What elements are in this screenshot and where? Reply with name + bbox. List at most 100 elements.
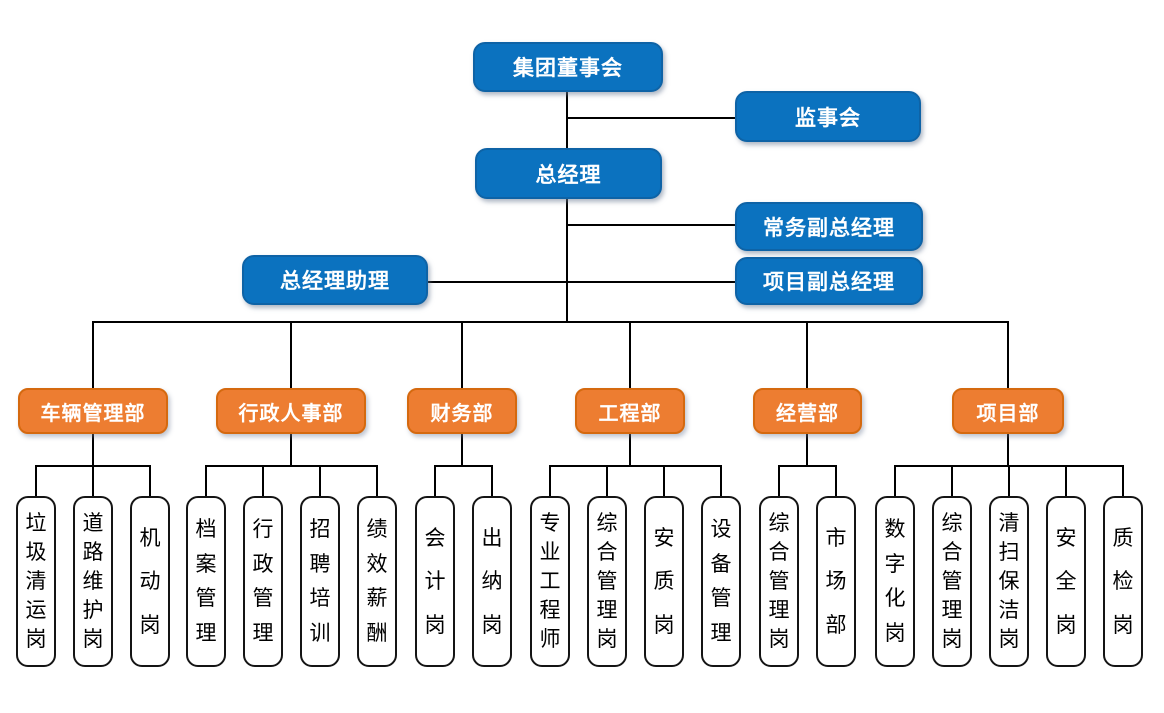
connector-line	[951, 465, 953, 496]
post-label-char: 管	[768, 570, 790, 593]
connector-line	[567, 117, 735, 119]
node-post[interactable]: 设备管理	[701, 496, 741, 667]
connector-line	[778, 465, 837, 467]
post-label-char: 管	[195, 587, 217, 611]
connector-line	[894, 465, 896, 496]
post-label-char: 动	[139, 570, 161, 593]
connector-line	[549, 465, 551, 496]
connector-line	[376, 465, 378, 496]
post-label-char: 业	[539, 541, 561, 564]
post-label-char: 岗	[82, 628, 104, 651]
post-label-char: 岗	[1055, 613, 1077, 637]
node-post[interactable]: 垃圾清运岗	[16, 496, 56, 667]
connector-line	[35, 465, 37, 496]
connector-line	[1007, 434, 1009, 467]
connector-line	[92, 321, 94, 388]
node-dept-operations[interactable]: 经营部	[753, 388, 862, 434]
node-post[interactable]: 出纳岗	[472, 496, 512, 667]
post-label-char: 岗	[884, 622, 906, 646]
node-supervisory-board[interactable]: 监事会	[735, 91, 921, 142]
post-label-char: 数	[884, 517, 906, 541]
post-label-char: 岗	[768, 628, 790, 651]
post-label-char: 薪	[366, 587, 388, 611]
connector-line	[461, 321, 463, 388]
post-label-char: 综	[941, 512, 963, 535]
post-label-char: 专	[539, 512, 561, 535]
post-label-char: 场	[825, 570, 847, 593]
post-label-char: 酬	[366, 622, 388, 646]
post-label-char: 训	[309, 622, 331, 646]
post-label-char: 部	[825, 613, 847, 637]
post-label-char: 综	[596, 512, 618, 535]
connector-line	[434, 465, 493, 467]
node-post[interactable]: 综合管理岗	[587, 496, 627, 667]
node-post[interactable]: 道路维护岗	[73, 496, 113, 667]
connector-line	[1122, 465, 1124, 496]
node-post[interactable]: 专业工程师	[530, 496, 570, 667]
connector-line	[461, 434, 463, 467]
node-post[interactable]: 质检岗	[1103, 496, 1143, 667]
node-post[interactable]: 清扫保洁岗	[989, 496, 1029, 667]
post-label-char: 综	[768, 512, 790, 535]
node-post[interactable]: 安全岗	[1046, 496, 1086, 667]
node-post[interactable]: 综合管理岗	[759, 496, 799, 667]
post-label-char: 政	[252, 552, 274, 576]
connector-line	[1065, 465, 1067, 496]
connector-line	[806, 434, 808, 467]
post-label-char: 岗	[25, 628, 47, 651]
node-post[interactable]: 会计岗	[415, 496, 455, 667]
connector-line	[262, 465, 264, 496]
post-label-char: 备	[710, 552, 732, 576]
node-dept-engineering[interactable]: 工程部	[575, 388, 685, 434]
post-label-char: 圾	[25, 541, 47, 564]
node-gm-assistant[interactable]: 总经理助理	[242, 255, 428, 305]
post-label-char: 字	[884, 552, 906, 576]
node-post[interactable]: 数字化岗	[875, 496, 915, 667]
post-label-char: 管	[941, 570, 963, 593]
node-general-manager[interactable]: 总经理	[475, 148, 662, 199]
post-label-char: 案	[195, 552, 217, 576]
connector-line	[290, 434, 292, 467]
node-dept-project[interactable]: 项目部	[952, 388, 1064, 434]
post-label-char: 安	[1055, 526, 1077, 550]
connector-line	[549, 465, 722, 467]
connector-line	[92, 321, 1009, 323]
post-label-char: 全	[1055, 570, 1077, 593]
node-post[interactable]: 招聘培训	[300, 496, 340, 667]
node-post[interactable]: 机动岗	[130, 496, 170, 667]
node-group-board[interactable]: 集团董事会	[473, 42, 663, 92]
post-label-char: 合	[941, 541, 963, 564]
node-post[interactable]: 市场部	[816, 496, 856, 667]
node-dept-finance[interactable]: 财务部	[407, 388, 517, 434]
node-post[interactable]: 档案管理	[186, 496, 226, 667]
connector-line	[566, 92, 568, 323]
post-label-char: 机	[139, 526, 161, 550]
post-label-char: 安	[653, 526, 675, 550]
post-label-char: 市	[825, 526, 847, 550]
node-dept-admin-hr[interactable]: 行政人事部	[216, 388, 366, 434]
node-post[interactable]: 行政管理	[243, 496, 283, 667]
node-post[interactable]: 绩效薪酬	[357, 496, 397, 667]
post-label-char: 会	[424, 526, 446, 550]
post-label-char: 合	[768, 541, 790, 564]
post-label-char: 道	[82, 512, 104, 535]
connector-line	[1007, 321, 1009, 388]
post-label-char: 理	[941, 599, 963, 622]
connector-line	[92, 465, 94, 496]
post-label-char: 绩	[366, 517, 388, 541]
node-post[interactable]: 综合管理岗	[932, 496, 972, 667]
post-label-char: 计	[424, 570, 446, 593]
node-post[interactable]: 安质岗	[644, 496, 684, 667]
post-label-char: 理	[252, 622, 274, 646]
post-label-char: 路	[82, 541, 104, 564]
node-dept-vehicle-management[interactable]: 车辆管理部	[18, 388, 168, 434]
connector-line	[92, 434, 94, 467]
connector-line	[806, 321, 808, 388]
node-executive-deputy-gm[interactable]: 常务副总经理	[735, 202, 923, 251]
node-project-deputy-gm[interactable]: 项目副总经理	[735, 257, 923, 305]
post-label-char: 清	[998, 512, 1020, 535]
post-label-char: 管	[710, 587, 732, 611]
post-label-char: 理	[195, 622, 217, 646]
post-label-char: 运	[25, 599, 47, 622]
